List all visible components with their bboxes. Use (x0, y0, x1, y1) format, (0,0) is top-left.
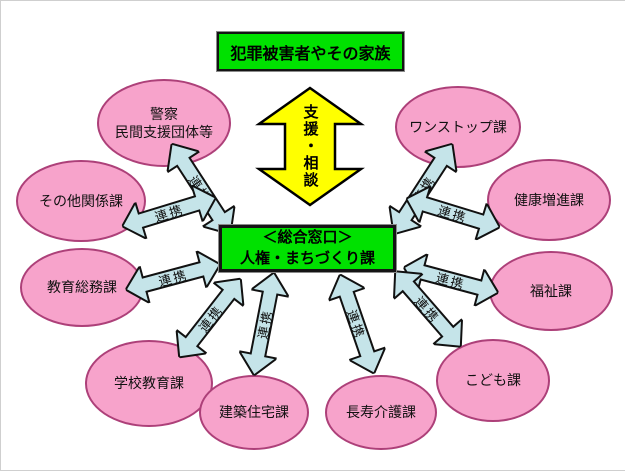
support-consultation-arrow: 支援・相談 (251, 86, 369, 207)
general-counter-box: ＜総合窓口＞ 人権・まちづくり課 (218, 224, 397, 273)
vertical-double-arrow-icon (255, 86, 365, 207)
double-arrow-icon (117, 180, 222, 245)
general-counter-line1: ＜総合窓口＞ (262, 229, 353, 247)
ellipse-welfare-section: 福祉課 (489, 251, 613, 331)
general-counter-line2: 人権・まちづくり課 (239, 249, 375, 267)
ellipse-school-education-section: 学校教育課 (85, 340, 213, 427)
ellipse-building-housing-section: 建築住宅課 (199, 375, 309, 450)
ellipse-longevity-care-section: 長寿介護課 (325, 375, 437, 450)
renkei-arrow-to-health-promotion: 連携 (401, 181, 506, 246)
renkei-arrow-to-welfare: 連携 (399, 249, 503, 311)
ellipse-children-section: こども課 (436, 339, 550, 422)
ellipse-one-stop-section: ワンストップ課 (395, 86, 521, 168)
double-arrow-icon (164, 267, 256, 369)
ellipse-police-support-groups: 警察 民間支援団体等 (97, 79, 231, 167)
ellipse-health-promotion-section: 健康増進課 (487, 159, 611, 241)
renkei-arrow-to-longevity-care: 連携 (322, 268, 392, 380)
double-arrow-icon (322, 268, 392, 380)
renkei-arrow-to-building-housing: 連携 (235, 269, 292, 379)
renkei-arrow-to-children: 連携 (381, 259, 475, 359)
renkei-arrow-to-school-education: 連携 (164, 267, 256, 369)
renkei-arrow-to-other-sections: 連携 (117, 180, 222, 245)
support-consultation-label: 支援・相談 (301, 104, 319, 189)
double-arrow-icon (399, 249, 503, 311)
crime-victims-label: 犯罪被害者やその家族 (230, 45, 391, 63)
crime-victims-box: 犯罪被害者やその家族 (216, 31, 405, 72)
double-arrow-icon (401, 181, 506, 246)
double-arrow-icon (235, 269, 292, 379)
double-arrow-icon (381, 259, 475, 359)
